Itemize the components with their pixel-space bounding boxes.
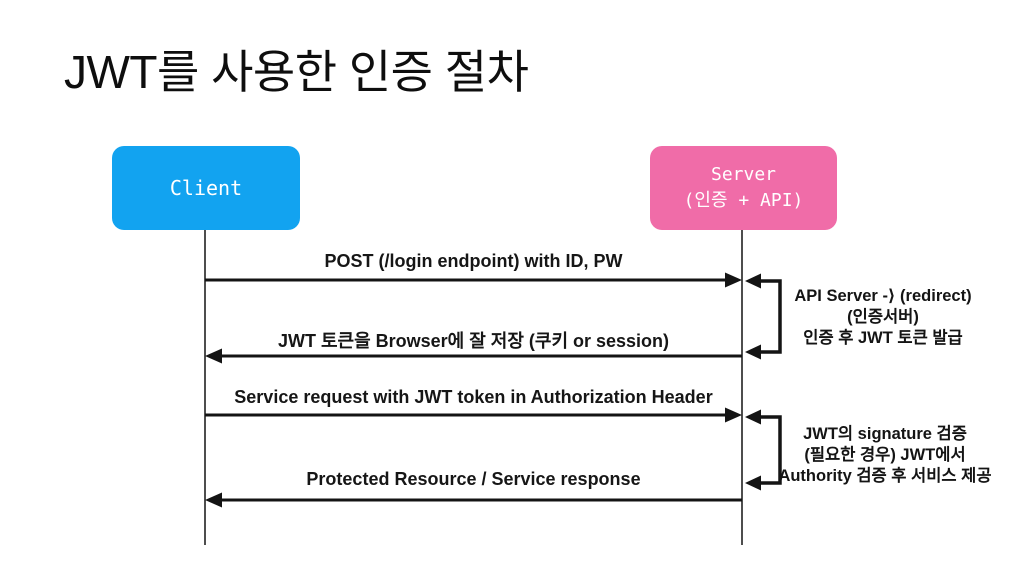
message-label-post-login: POST (/login endpoint) with ID, PW <box>324 251 623 271</box>
message-label-jwt-store: JWT 토큰을 Browser에 잘 저장 (쿠키 or session) <box>277 331 670 351</box>
message-label-service-request: Service request with JWT token in Author… <box>234 387 713 407</box>
arrowhead-left-icon <box>745 409 761 425</box>
annotation-line: Authority 검증 후 서비스 제공 <box>778 467 992 485</box>
arrowhead-left-icon <box>205 348 222 364</box>
annotation-line: JWT의 signature 검증 <box>803 425 967 443</box>
arrowhead-left-icon <box>745 475 761 491</box>
arrow-service-request <box>205 407 742 423</box>
arrowhead-right-icon <box>725 407 742 423</box>
arrowhead-left-icon <box>205 492 222 508</box>
actor-label-server: Server <box>710 164 777 185</box>
annotation-line: (필요한 경우) JWT에서 <box>804 446 966 464</box>
arrowhead-right-icon <box>725 272 742 288</box>
message-label-protected-resource: Protected Resource / Service response <box>306 469 641 489</box>
arrow-protected-resource-response <box>205 492 742 508</box>
actor-box-client: Client <box>112 146 300 230</box>
slide-title: JWT를 사용한 인증 절차 <box>64 46 529 98</box>
arrow-jwt-token-response <box>205 348 742 364</box>
annotation-line: (인증서버) <box>847 308 919 326</box>
arrow-post-login-request <box>205 272 742 288</box>
arrowhead-left-icon <box>745 273 761 289</box>
actor-sublabel-server: (인증 + API) <box>683 190 804 211</box>
server-self-loop-verify <box>745 409 782 491</box>
server-self-loop-auth <box>745 273 782 360</box>
arrowhead-left-icon <box>745 344 761 360</box>
annotation-line: 인증 후 JWT 토큰 발급 <box>803 329 963 347</box>
actor-label-client: Client <box>169 176 243 200</box>
annotation-auth-redirect: API Server -⟩ (redirect) (인증서버) 인증 후 JWT… <box>783 286 983 349</box>
actor-box-server: Server (인증 + API) <box>650 146 837 230</box>
annotation-signature-verify: JWT의 signature 검증 (필요한 경우) JWT에서 Authori… <box>776 424 994 487</box>
annotation-line: API Server -⟩ (redirect) <box>794 287 972 305</box>
